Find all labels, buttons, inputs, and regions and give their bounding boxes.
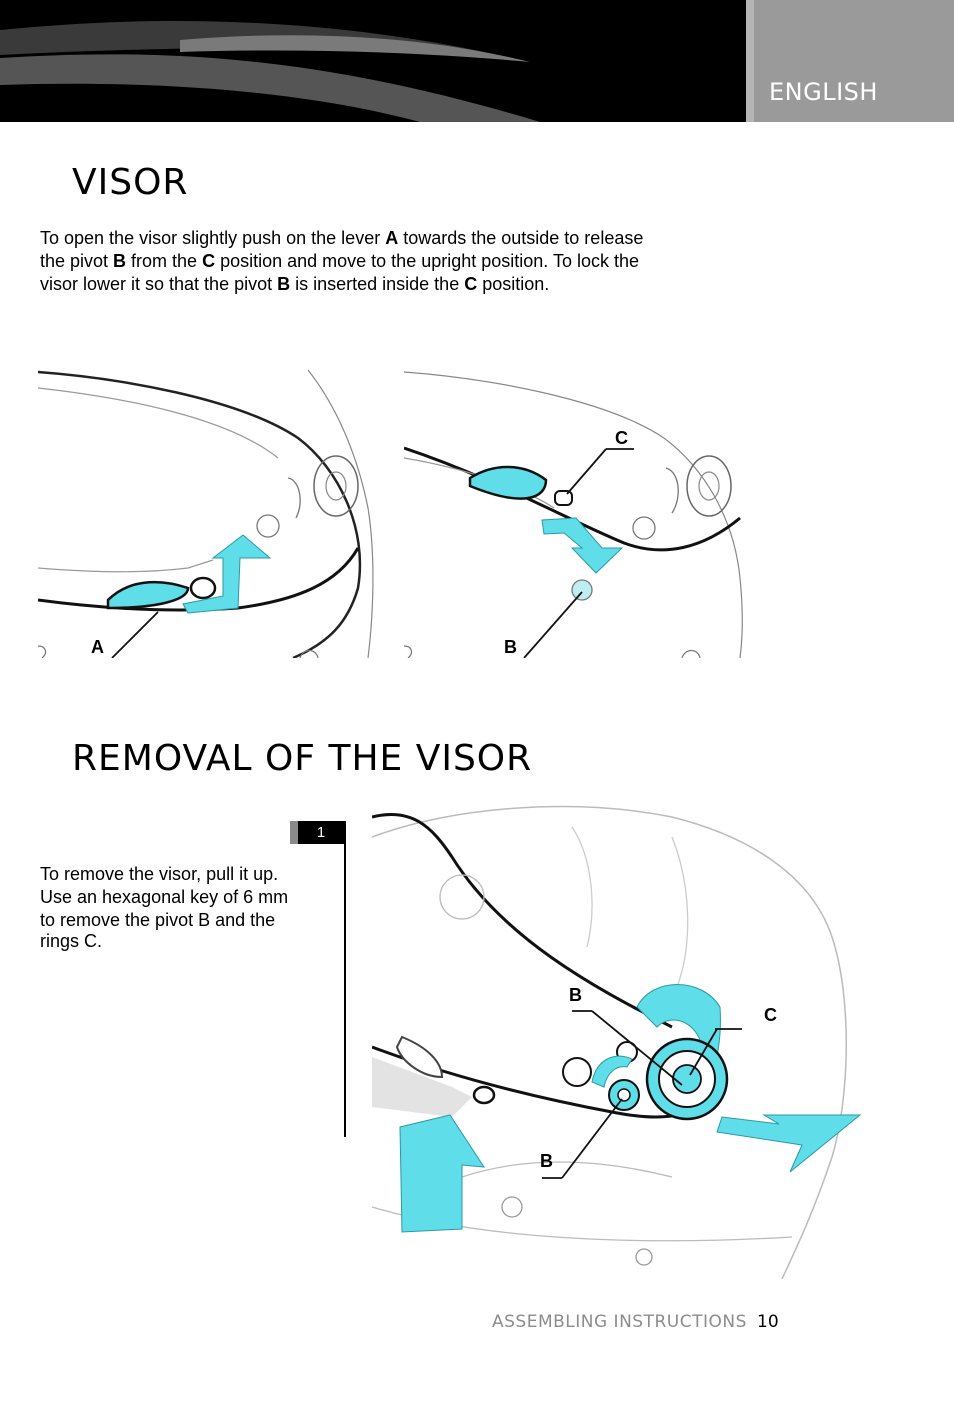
visor-line-1: To open the visor slightly push on the l…	[40, 228, 644, 248]
page-header: ENGLISH	[0, 0, 954, 122]
removal-title: REMOVAL OF THE VISOR	[72, 738, 533, 779]
callout-b-upper: B	[569, 985, 582, 1005]
visor-instructions: To open the visor slightly push on the l…	[40, 227, 740, 296]
visor-line-2: the pivot B from the C position and move…	[40, 250, 640, 271]
removal-line-2: Use an hexagonal key of 6 mm	[40, 887, 289, 907]
removal-line-3: to remove the pivot B and the	[40, 910, 276, 930]
removal-instructions: To remove the visor, pull it up. Use an …	[40, 863, 330, 950]
callout-c: C	[615, 428, 628, 448]
helmet-side-drawing-b	[404, 368, 747, 658]
step-number: 1	[298, 821, 344, 844]
visor-open-illustration: A	[38, 368, 380, 658]
header-swoosh-graphic	[0, 21, 540, 122]
callout-b: B	[504, 637, 517, 657]
helmet-removal-drawing	[372, 797, 862, 1279]
helmet-side-drawing-a	[38, 368, 380, 658]
step-divider	[344, 821, 346, 1137]
visor-removal-illustration: B C B	[372, 797, 862, 1279]
visor-line-3: visor lower it so that the pivot B is in…	[40, 274, 550, 294]
removal-line-1: To remove the visor, pull it up.	[40, 864, 279, 884]
removal-line-4: rings C.	[40, 931, 103, 951]
visor-pivot-illustration: C B	[404, 368, 747, 658]
callout-b-lower: B	[540, 1151, 553, 1171]
callout-c: C	[764, 1005, 777, 1025]
callout-a: A	[91, 637, 104, 657]
footer-section-label: ASSEMBLING INSTRUCTIONS	[492, 1312, 747, 1332]
language-label: ENGLISH	[769, 78, 878, 106]
language-tab	[746, 0, 954, 122]
page-number: 10	[757, 1312, 779, 1332]
visor-title: VISOR	[72, 162, 189, 203]
step-number-badge: 1	[290, 821, 344, 844]
language-tab-edge	[746, 0, 754, 122]
header-banner	[0, 0, 746, 122]
